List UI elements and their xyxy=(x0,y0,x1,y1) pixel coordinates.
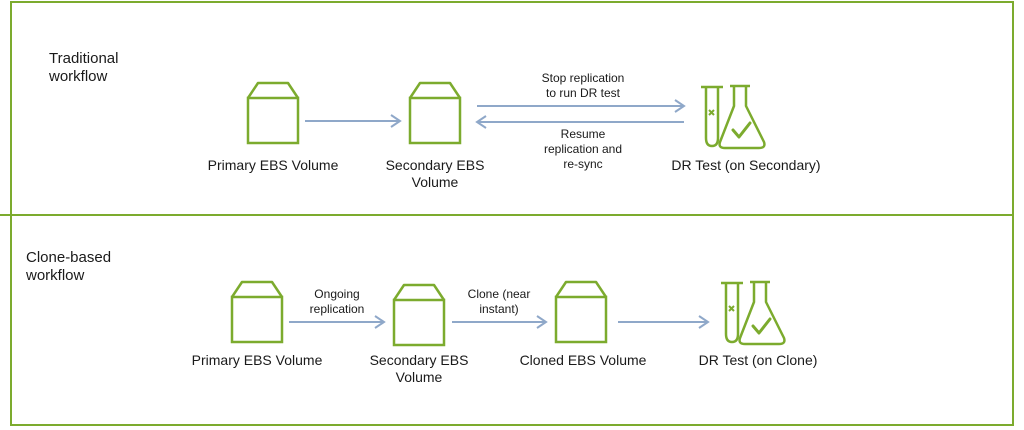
node-label-primary: Primary EBS Volume xyxy=(191,352,323,368)
node-label-primary: Primary EBS Volume xyxy=(207,157,339,173)
diagram-frame xyxy=(10,1,1014,426)
node-label-secondary: Secondary EBS Volume xyxy=(385,157,485,190)
node-label-cloned: Cloned EBS Volume xyxy=(519,352,647,368)
section-title-clone: Clone-based workflow xyxy=(26,249,112,284)
storage-volume-icon xyxy=(554,280,608,344)
arrow-label-resume-replication: Resume replication and re-sync xyxy=(543,127,623,171)
storage-volume-icon xyxy=(408,81,462,145)
node-label-secondary: Secondary EBS Volume xyxy=(369,352,469,385)
node-label-drtest: DR Test (on Clone) xyxy=(698,352,818,368)
lab-flask-icon xyxy=(701,84,766,150)
storage-volume-icon xyxy=(230,280,284,344)
arrow-label-ongoing-replication: Ongoing replication xyxy=(309,287,365,316)
section-divider xyxy=(0,214,1014,216)
storage-volume-icon xyxy=(246,81,300,145)
arrow-label-stop-replication: Stop replication to run DR test xyxy=(541,71,625,100)
node-label-drtest: DR Test (on Secondary) xyxy=(671,157,821,173)
section-title-traditional: Traditional workflow xyxy=(49,50,119,85)
storage-volume-icon xyxy=(392,283,446,347)
arrow-label-clone: Clone (near instant) xyxy=(467,287,531,316)
lab-flask-icon xyxy=(721,280,786,346)
